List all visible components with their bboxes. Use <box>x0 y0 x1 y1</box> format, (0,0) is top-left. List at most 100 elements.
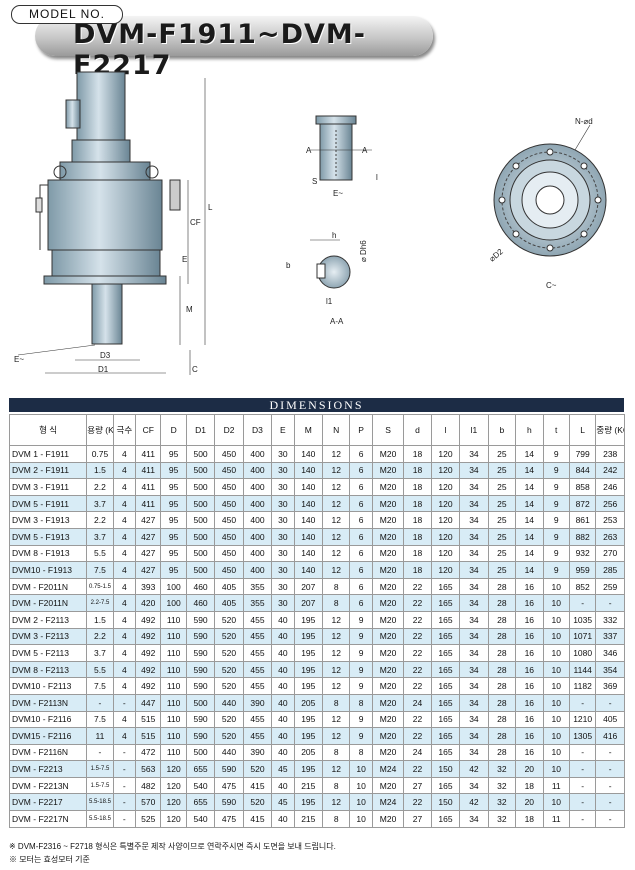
value-cell: 205 <box>293 743 324 762</box>
value-cell: 9 <box>349 727 373 745</box>
value-cell: 16 <box>515 677 544 695</box>
value-cell: 28 <box>487 710 517 729</box>
value-cell: 34 <box>459 461 489 480</box>
value-cell: M20 <box>371 743 405 762</box>
value-cell: 455 <box>242 710 273 729</box>
value-cell: 4 <box>112 527 137 546</box>
value-cell: 34 <box>459 494 489 513</box>
label-l1: l1 <box>326 297 333 306</box>
label-l-small: l <box>376 173 378 182</box>
value-cell: 16 <box>515 660 544 679</box>
value-cell: 460 <box>185 577 216 596</box>
value-cell: 110 <box>160 710 187 729</box>
value-cell: 165 <box>430 776 461 795</box>
label-cf: CF <box>190 218 201 227</box>
model-cell: DVM 1 - F1911 <box>8 445 88 463</box>
value-cell: 140 <box>293 511 324 529</box>
value-cell: 120 <box>160 793 187 812</box>
column-header: 용량 (KW) <box>86 414 114 446</box>
label-e-tilde: E~ <box>333 189 343 198</box>
value-cell: 520 <box>214 710 244 729</box>
column-header: h <box>515 414 544 446</box>
label-aa: A-A <box>330 317 344 326</box>
value-cell: 10 <box>542 627 570 646</box>
column-header: 중량 (KG) <box>595 414 625 446</box>
value-cell: 500 <box>185 693 216 712</box>
value-cell: - <box>112 810 137 828</box>
value-cell: 28 <box>487 577 517 596</box>
value-cell: 8 <box>322 594 351 612</box>
value-cell: - <box>568 810 597 828</box>
value-cell: 520 <box>242 793 273 812</box>
value-cell: - <box>86 743 114 762</box>
label-h: h <box>332 231 336 240</box>
model-cell: DVM - F2217 <box>8 793 88 812</box>
value-cell: 165 <box>430 660 461 679</box>
value-cell: 8 <box>349 693 373 712</box>
value-cell: 10 <box>349 776 373 795</box>
value-cell: 34 <box>459 577 489 596</box>
value-cell: 30 <box>271 594 295 612</box>
value-cell: 455 <box>242 610 273 629</box>
value-cell: 500 <box>185 494 216 513</box>
value-cell: 165 <box>430 743 461 762</box>
value-cell: 4 <box>112 494 137 513</box>
value-cell: 14 <box>515 544 544 563</box>
value-cell: 30 <box>271 461 295 480</box>
value-cell: 14 <box>515 561 544 579</box>
model-cell: DVM - F2217N <box>8 810 88 828</box>
column-header: D <box>160 414 187 446</box>
value-cell: 120 <box>160 760 187 778</box>
column-header: N <box>322 414 351 446</box>
value-cell: 120 <box>430 494 461 513</box>
value-cell: 110 <box>160 644 187 662</box>
value-cell: 253 <box>595 511 625 529</box>
model-cell: DVM - F2213N <box>8 776 88 795</box>
value-cell: 1144 <box>568 660 597 679</box>
value-cell: 195 <box>293 660 324 679</box>
value-cell: 34 <box>459 445 489 463</box>
flange-top-view: N-⌀d ⌀D2 C~ <box>488 117 607 290</box>
column-header: D1 <box>185 414 216 446</box>
value-cell: 30 <box>271 527 295 546</box>
value-cell: 400 <box>242 461 273 480</box>
value-cell: 8 <box>322 577 351 596</box>
value-cell: 872 <box>568 494 597 513</box>
value-cell: 5.5-18.5 <box>86 793 114 812</box>
value-cell: 540 <box>185 776 216 795</box>
value-cell: 799 <box>568 445 597 463</box>
value-cell: 411 <box>135 445 162 463</box>
value-cell: 165 <box>430 644 461 662</box>
value-cell: M20 <box>371 693 405 712</box>
value-cell: 140 <box>293 478 324 496</box>
value-cell: 590 <box>185 660 216 679</box>
value-cell: 120 <box>430 511 461 529</box>
value-cell: - <box>595 594 625 612</box>
value-cell: 520 <box>214 677 244 695</box>
label-a1: A <box>306 146 312 155</box>
value-cell: 27 <box>403 810 432 828</box>
value-cell: 140 <box>293 527 324 546</box>
column-header: E <box>271 414 295 446</box>
value-cell: 34 <box>459 710 489 729</box>
label-b: b <box>286 261 291 270</box>
value-cell: 1080 <box>568 644 597 662</box>
value-cell: 40 <box>271 710 295 729</box>
value-cell: 12 <box>322 478 351 496</box>
value-cell: 120 <box>430 461 461 480</box>
value-cell: 40 <box>271 660 295 679</box>
value-cell: 0.75 <box>86 445 114 463</box>
value-cell: M20 <box>371 461 405 480</box>
value-cell: 28 <box>487 727 517 745</box>
dimensions-title: DIMENSIONS <box>9 398 624 412</box>
value-cell: 246 <box>595 478 625 496</box>
value-cell: 9 <box>542 511 570 529</box>
